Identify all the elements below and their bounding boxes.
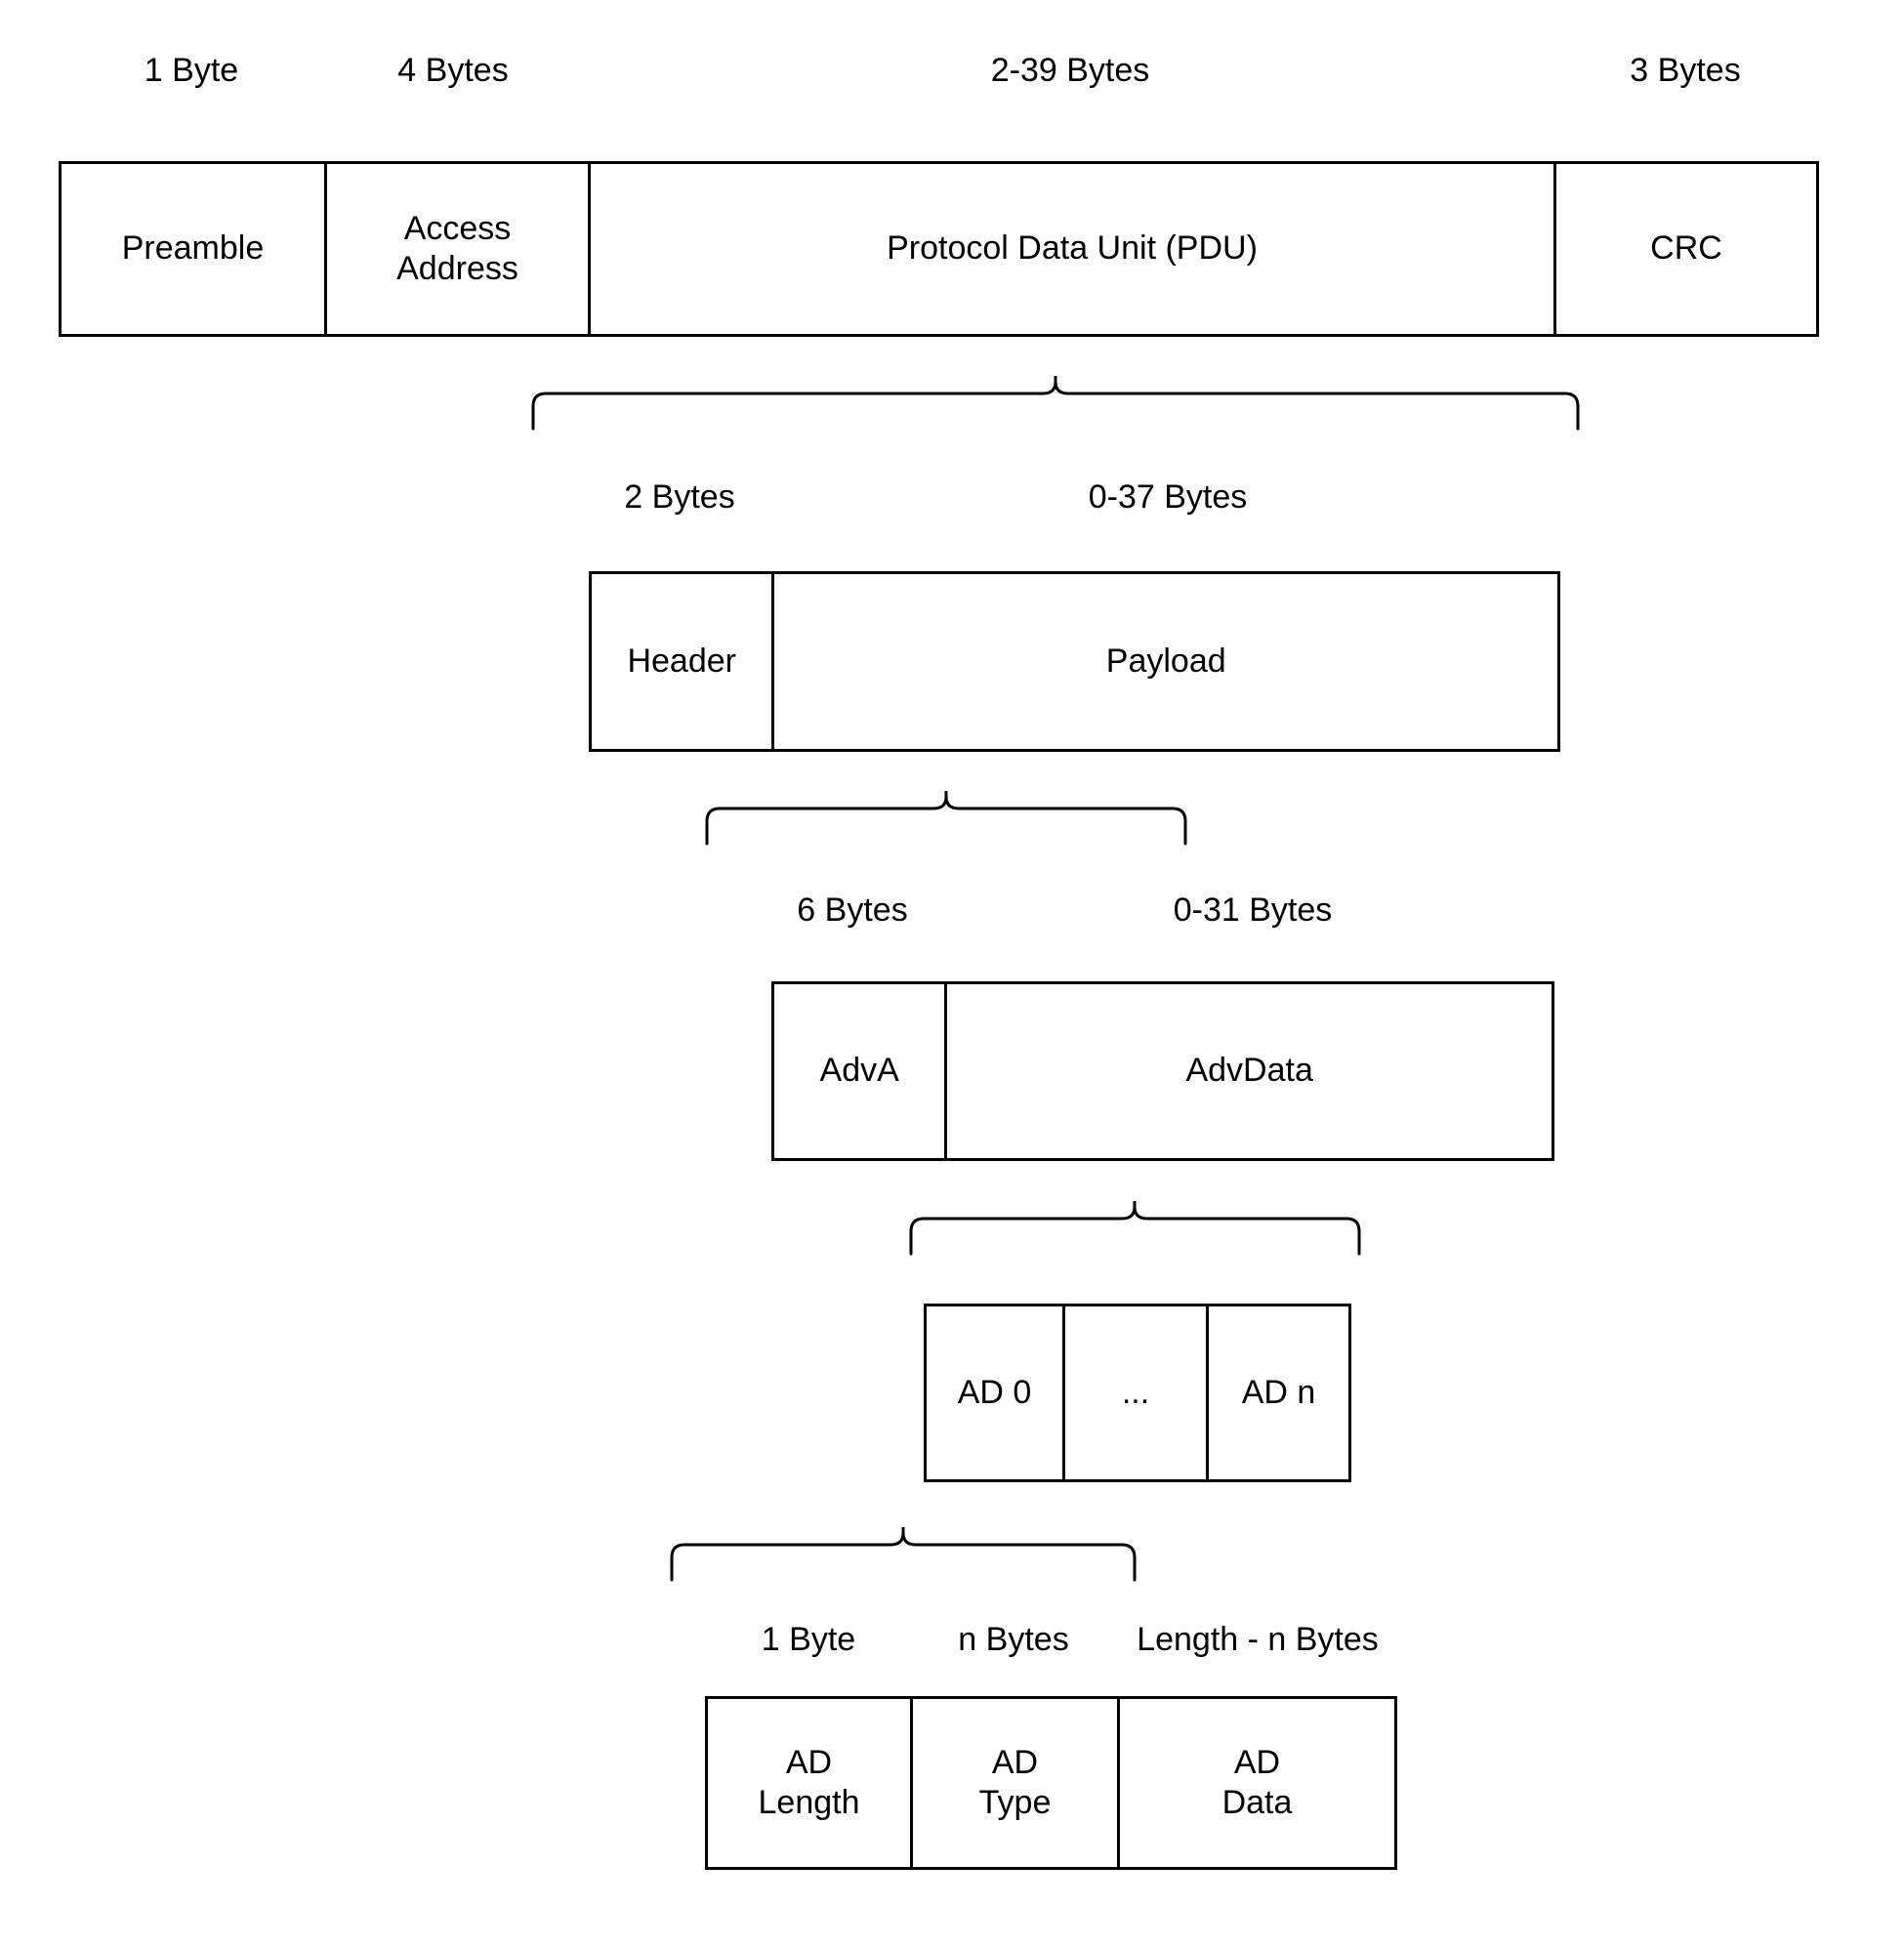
packet-row-advdata: AD 0 ... AD n xyxy=(924,1304,1351,1482)
field-ad-data[interactable]: AD Data xyxy=(1120,1699,1394,1867)
brace-payload xyxy=(705,789,1187,846)
packet-row-ad-structure: AD Length AD Type AD Data xyxy=(705,1696,1397,1870)
size-label-adva: 6 Bytes xyxy=(797,891,908,929)
field-ad-0[interactable]: AD 0 xyxy=(927,1306,1065,1479)
field-ad-ellipsis[interactable]: ... xyxy=(1065,1306,1209,1479)
size-label-ad-data: Length - n Bytes xyxy=(1137,1621,1379,1658)
packet-row-payload: AdvA AdvData xyxy=(771,981,1554,1161)
size-label-payload: 0-37 Bytes xyxy=(1088,478,1248,516)
size-label-pdu: 2-39 Bytes xyxy=(990,52,1150,89)
field-header[interactable]: Header xyxy=(592,574,775,749)
field-crc[interactable]: CRC xyxy=(1556,164,1816,334)
field-ad-length[interactable]: AD Length xyxy=(708,1699,913,1867)
field-pdu[interactable]: Protocol Data Unit (PDU) xyxy=(591,164,1556,334)
brace-advdata xyxy=(909,1199,1361,1256)
brace-ad xyxy=(670,1525,1137,1582)
size-label-crc: 3 Bytes xyxy=(1630,52,1741,89)
field-preamble[interactable]: Preamble xyxy=(62,164,327,334)
field-advdata[interactable]: AdvData xyxy=(947,984,1552,1158)
size-label-access-address: 4 Bytes xyxy=(397,52,509,89)
field-ad-n[interactable]: AD n xyxy=(1209,1306,1348,1479)
size-label-advdata: 0-31 Bytes xyxy=(1173,891,1333,929)
field-adva[interactable]: AdvA xyxy=(774,984,948,1158)
field-access-address[interactable]: Access Address xyxy=(327,164,591,334)
packet-row-link-layer: Preamble Access Address Protocol Data Un… xyxy=(59,161,1819,337)
size-label-ad-length: 1 Byte xyxy=(761,1621,856,1658)
size-label-preamble: 1 Byte xyxy=(144,52,239,89)
packet-row-pdu: Header Payload xyxy=(589,571,1560,752)
size-label-ad-type: n Bytes xyxy=(958,1621,1069,1658)
brace-pdu xyxy=(531,374,1580,431)
size-label-header: 2 Bytes xyxy=(624,478,735,516)
field-payload[interactable]: Payload xyxy=(774,574,1557,749)
field-ad-type[interactable]: AD Type xyxy=(913,1699,1120,1867)
